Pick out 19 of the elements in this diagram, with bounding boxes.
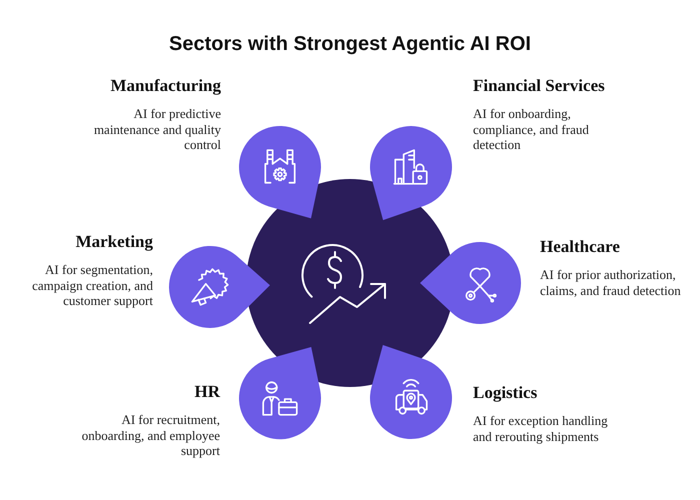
sector-description: AI for recruitment, onboarding, and employee support [80,412,220,458]
teardrop-shape [169,246,270,328]
sector-title: Financial Services [473,76,605,96]
sector-title: HR [194,382,220,402]
sector-title: Healthcare [540,237,620,257]
sector-description: AI for exception handling and rerouting shipments [473,413,609,444]
sector-description: AI for segmentation, campaign creation, and customer support [31,262,153,308]
sector-description: AI for onboarding, compliance, and fraud detection [473,106,590,152]
teardrop-shape [239,126,321,218]
sector-title: Manufacturing [110,76,221,96]
sector-title: Logistics [473,383,538,403]
sector-description: AI for predictive maintenance and quality control [92,106,221,152]
sector-title: Marketing [76,232,153,252]
teardrop-shape [239,346,321,439]
teardrop-shape [370,126,452,220]
title: Sectors with Strongest Agentic AI ROI [169,32,531,57]
sector-description: AI for prior authorization, claims, and fraud detection [540,267,682,298]
teardrop-shape [420,242,521,324]
teardrop-shape [370,344,452,439]
